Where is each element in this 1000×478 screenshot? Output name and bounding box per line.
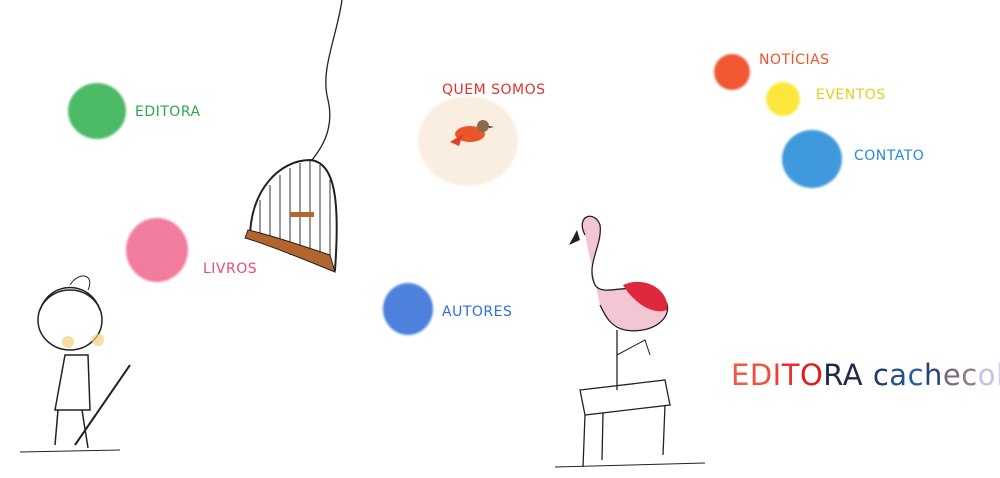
logo-letter: o [977, 358, 996, 392]
girl-sweeping-illustration [19, 275, 131, 453]
nav-quem-somos[interactable]: QUEM SOMOS [442, 82, 546, 98]
livros-paint-blot [126, 218, 188, 282]
logo-letter: A [842, 358, 864, 392]
logo-letter: T [781, 358, 800, 392]
logo-letter: c [961, 358, 978, 392]
logo-letter: e [942, 358, 962, 392]
logo-letter: c [872, 358, 890, 392]
nav-eventos[interactable]: EVENTOS [816, 87, 886, 103]
logo-letter: l [996, 358, 1000, 392]
bird-illustration [450, 120, 494, 146]
logo-letter: D [749, 358, 773, 392]
birdcage-illustration [244, 0, 343, 273]
noticias-paint-blot [714, 54, 750, 90]
logo-letter: O [799, 358, 824, 392]
flamingo-illustration [555, 215, 705, 468]
autores-paint-blot [383, 283, 433, 335]
nav-livros[interactable]: LIVROS [203, 261, 258, 277]
logo-letter: I [772, 358, 782, 392]
eventos-paint-blot [766, 82, 800, 116]
nav-editora[interactable]: EDITORA [135, 104, 201, 120]
contato-paint-blot [782, 130, 842, 188]
logo-letter: E [731, 358, 750, 392]
nav-autores[interactable]: AUTORES [442, 304, 513, 320]
editora-paint-blot [68, 83, 126, 139]
logo-letter: a [889, 358, 908, 392]
logo-letter: c [907, 358, 925, 392]
editora-cachecol-logo[interactable]: EDITORA cachecol [731, 358, 1000, 392]
logo-letter [863, 358, 873, 392]
logo-letter: h [924, 358, 943, 392]
nav-noticias[interactable]: NOTÍCIAS [759, 52, 830, 68]
nav-contato[interactable]: CONTATO [854, 148, 925, 164]
logo-letter: R [823, 358, 843, 392]
